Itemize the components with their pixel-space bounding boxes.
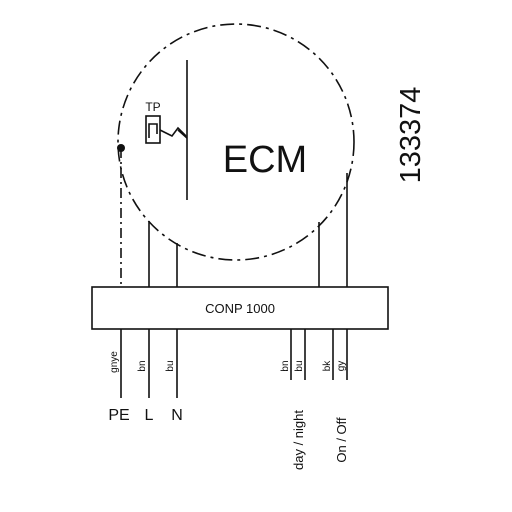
- thermal-protector-symbol: [145, 115, 187, 144]
- wire-color-code: bn: [137, 360, 148, 371]
- wire-color-code: bk: [322, 360, 333, 372]
- thermal-protector-box: [145, 115, 161, 144]
- terminal-label-n: N: [171, 407, 183, 424]
- motor-label: ECM: [223, 139, 307, 181]
- controller-label: CONP 1000: [205, 301, 275, 316]
- pe-junction-dot: [117, 144, 125, 152]
- motor-enclosure-circle: [117, 23, 355, 261]
- drawing-number: 133374: [395, 87, 427, 184]
- terminal-label-l: L: [145, 407, 154, 424]
- switch-blade: [177, 129, 188, 139]
- wire-color-code: gnye: [109, 351, 120, 373]
- wire-color-code: bn: [280, 360, 291, 371]
- controller-box: [91, 286, 389, 330]
- wire-color-code: bu: [294, 360, 305, 371]
- thermal-protector-lead: [159, 126, 187, 138]
- terminal-label-day-night: day / night: [291, 410, 306, 470]
- terminal-label-pe: PE: [108, 407, 129, 424]
- wire-color-code: bu: [165, 360, 176, 371]
- external-wires: [120, 329, 348, 398]
- thermal-protector-label: TP: [145, 100, 160, 114]
- wire-color-code: gy: [336, 361, 347, 372]
- terminal-label-on-off: On / Off: [334, 417, 349, 463]
- thermal-protector-element: [148, 123, 158, 138]
